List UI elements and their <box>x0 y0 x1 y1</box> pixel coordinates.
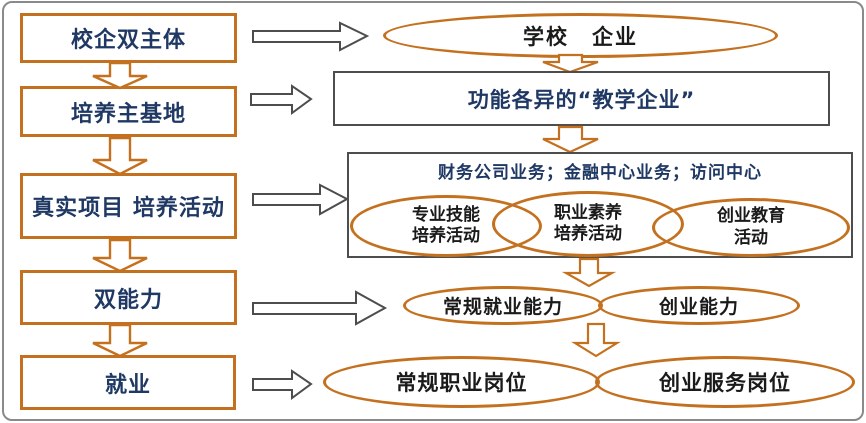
ellipse-label: 职业素养培养活动 <box>554 202 622 244</box>
ellipse-entrepreneurial-ability: 创业能力 <box>598 286 800 325</box>
ellipse-label: 创业教育活动 <box>717 206 785 248</box>
ellipse-entrepreneurial-service-positions: 创业服务岗位 <box>595 356 855 408</box>
box-teaching-enterprise: 功能各异的“教学企业” <box>333 71 830 126</box>
down-arrow <box>92 323 148 358</box>
down-arrow <box>92 61 148 90</box>
stage-box-dual-ability: 双能力 <box>20 270 237 325</box>
down-arrow <box>542 125 599 154</box>
stage-box-employment: 就业 <box>20 355 236 410</box>
down-arrow <box>561 257 617 288</box>
stage-box-dual-subject: 校企双主体 <box>20 13 237 63</box>
right-arrow <box>252 21 370 52</box>
ellipse-regular-employability: 常规就业能力 <box>403 286 603 325</box>
right-arrow <box>252 369 313 400</box>
right-arrow <box>252 290 388 326</box>
down-arrow <box>92 136 148 176</box>
right-arrow <box>250 84 313 115</box>
ellipse-regular-job-positions: 常规职业岗位 <box>323 356 600 408</box>
ellipse-entrepreneurship-education: 创业教育活动 <box>652 198 850 257</box>
ellipse-professional-skills: 专业技能培养活动 <box>350 195 542 257</box>
ellipse-vocational-quality: 职业素养培养活动 <box>492 191 684 257</box>
down-arrow <box>542 53 599 74</box>
down-arrow <box>571 322 621 358</box>
business-activities-caption: 财务公司业务；金融中心业务；访问中心 <box>438 163 762 183</box>
stage-box-training-base: 培养主基地 <box>20 86 237 137</box>
ellipse-school-enterprise: 学校 企业 <box>383 13 778 58</box>
right-arrow <box>252 183 350 216</box>
stage-box-real-projects: 真实项目 培养活动 <box>20 173 237 239</box>
down-arrow <box>92 238 148 273</box>
ellipse-label: 专业技能培养活动 <box>412 204 480 246</box>
